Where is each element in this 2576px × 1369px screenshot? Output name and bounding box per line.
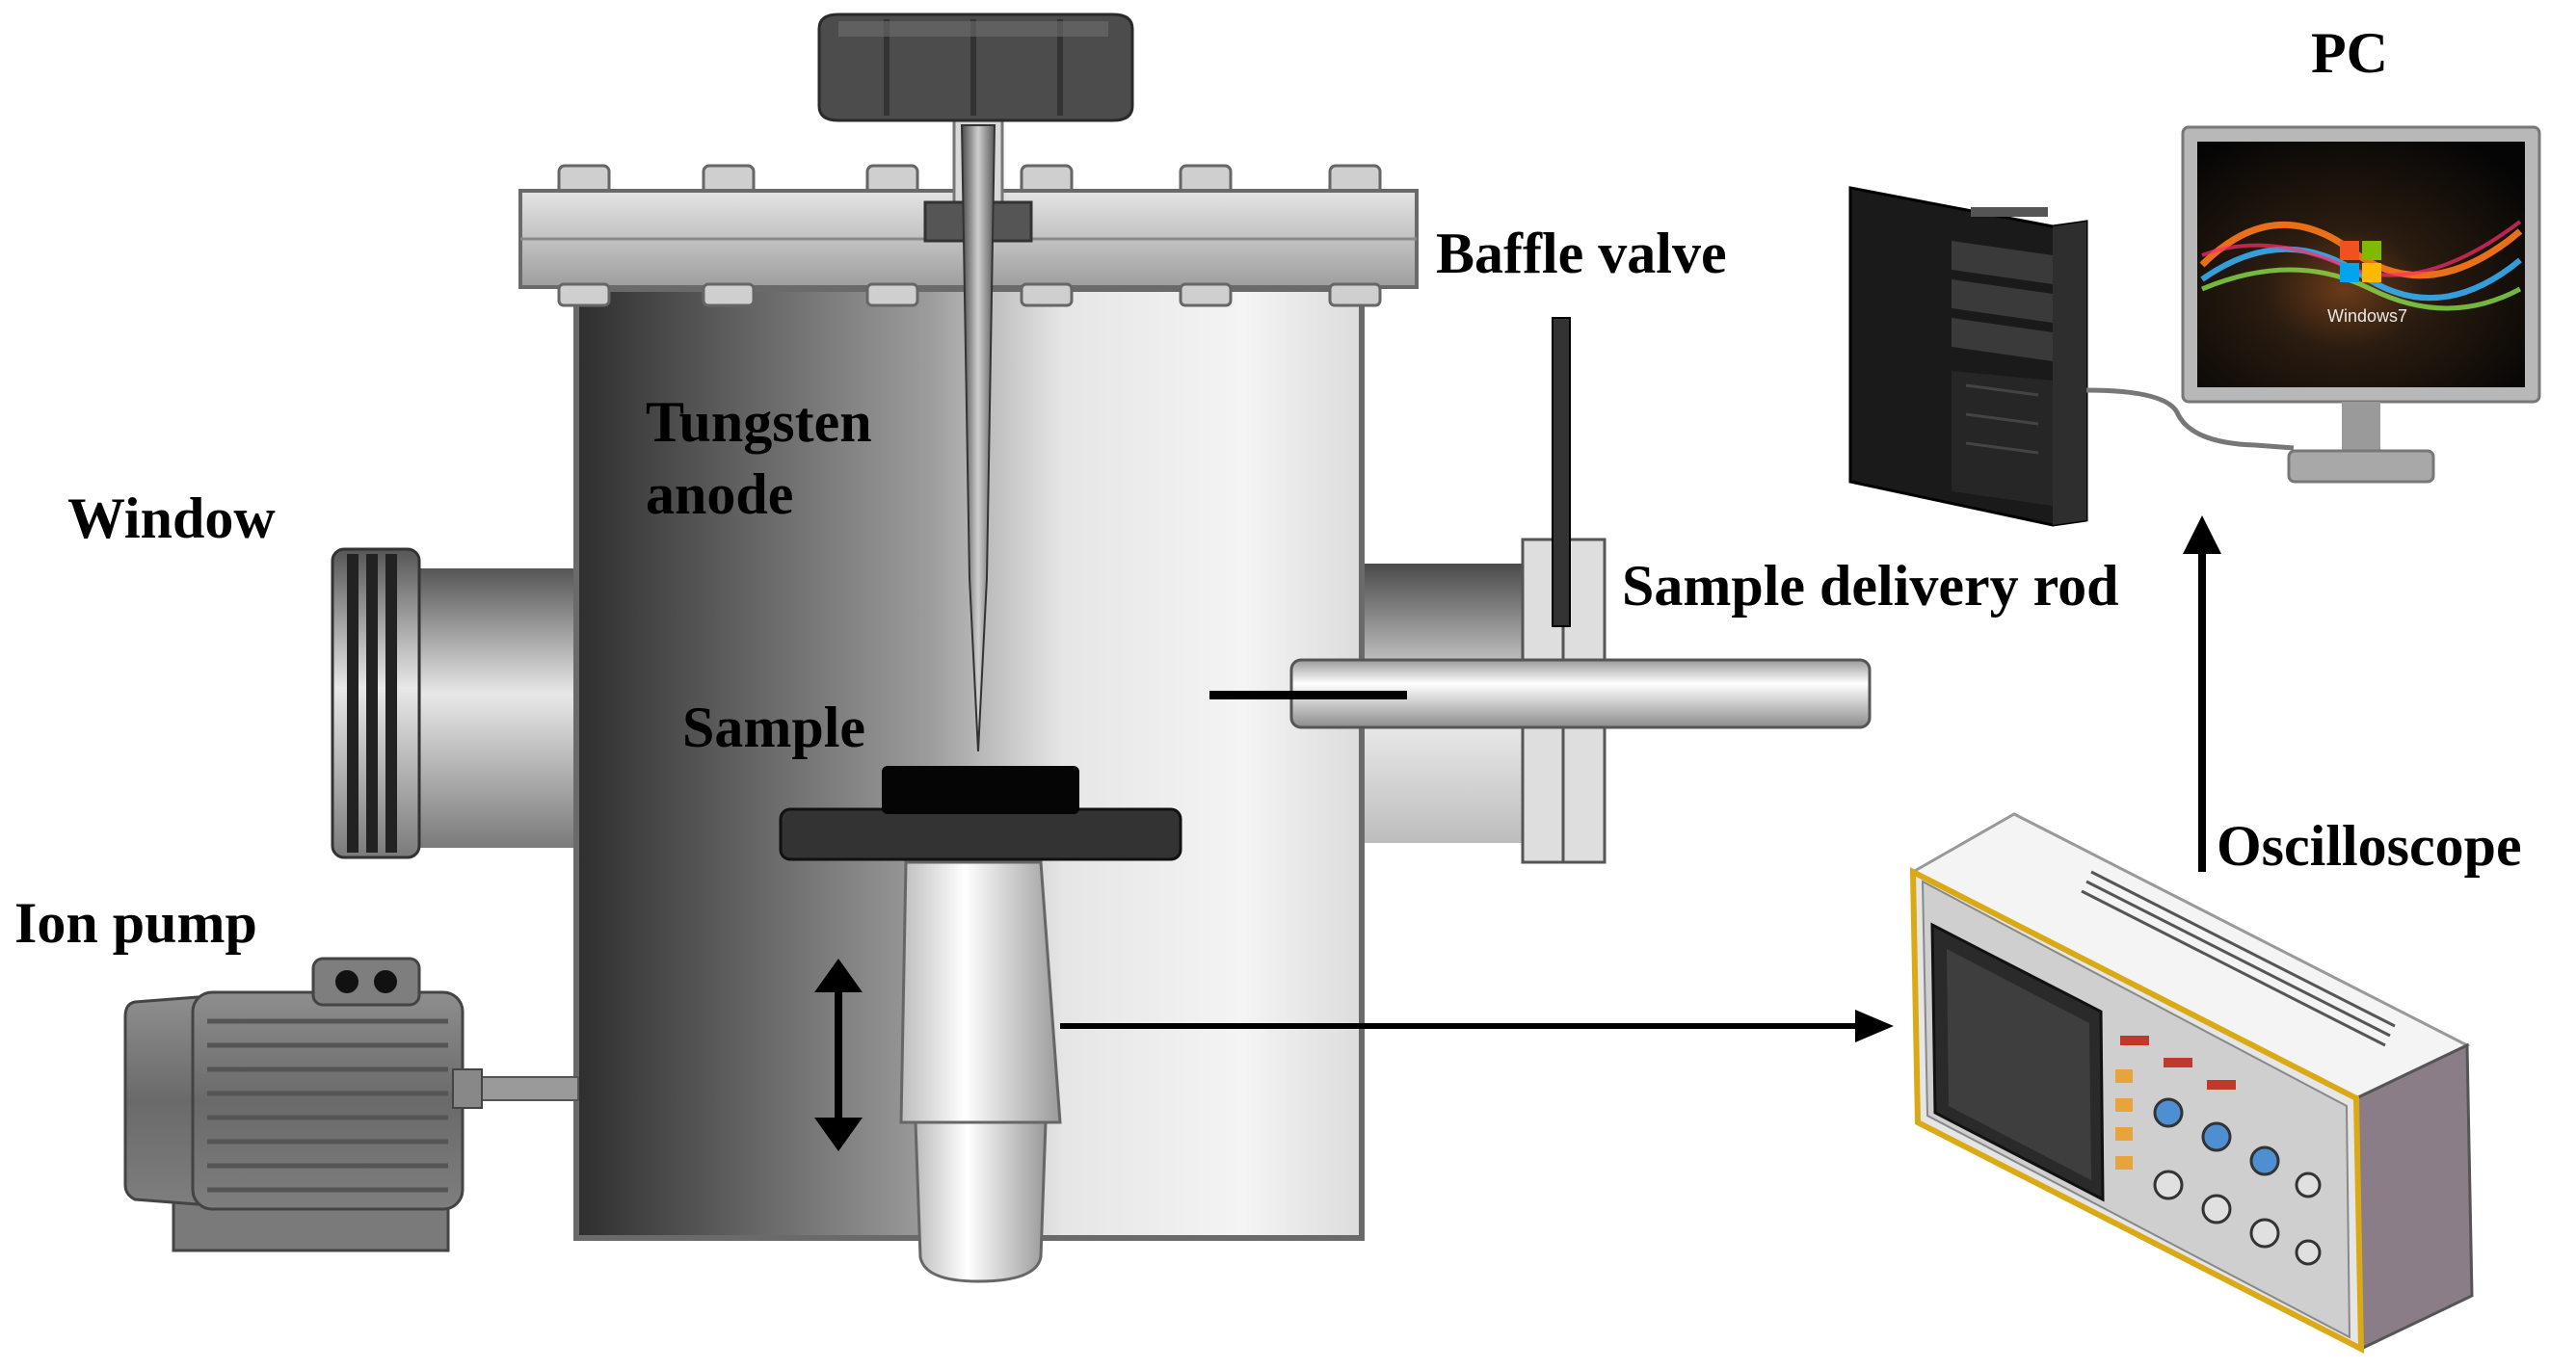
label-ion-pump: Ion pump [14,891,257,955]
data-arrow [2183,515,2221,872]
label-pc: PC [2311,21,2388,85]
baffle-valve-rod [1552,317,1571,627]
window-port [331,547,598,859]
label-baffle-valve: Baffle valve [1436,222,1727,285]
label-oscilloscope: Oscilloscope [2217,814,2522,878]
sample-delivery-rod [1209,658,1872,729]
label-tungsten-anode-line2: anode [646,462,794,526]
pc-monitor [2181,125,2541,484]
ion-pump [123,957,579,1252]
label-tungsten-anode-line1: Tungsten [646,390,872,454]
signal-arrow [1060,1010,1894,1042]
tungsten-anode [960,124,996,752]
oscilloscope [1909,812,2474,1354]
label-sample-delivery-rod: Sample delivery rod [1622,554,2119,618]
stage-motion-arrow [814,959,863,1151]
label-sample: Sample [682,696,866,759]
label-window: Window [67,487,276,550]
pc-tower [1848,186,2295,527]
monitor-brand-text: Windows7 [2327,306,2408,326]
sample-stage [779,766,1182,1283]
